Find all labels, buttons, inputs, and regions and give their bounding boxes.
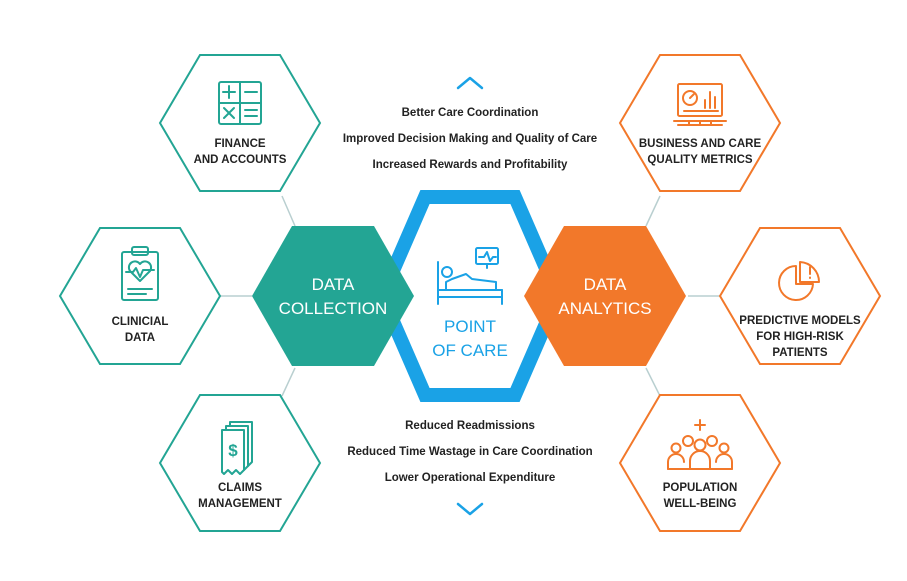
pie-chart-alert-icon [778, 261, 821, 301]
benefit-top-1: Better Care Coordination [402, 107, 539, 119]
benefit-top-2: Improved Decision Making and Quality of … [343, 133, 597, 145]
clinical-label-1: CLINICIAL [112, 316, 169, 328]
data-analytics-label-2: ANALYTICS [558, 299, 651, 318]
clinical-hexagon [58, 227, 222, 365]
data-collection-label-1: DATA [312, 275, 355, 294]
finance-label-1: FINANCE [214, 138, 265, 150]
invoice-dollar-icon: $ [221, 421, 253, 475]
connector-business [645, 195, 661, 227]
connector-population [645, 367, 661, 397]
benefit-bottom-2: Reduced Time Wastage in Care Coordinatio… [347, 446, 592, 458]
business-label-1: BUSINESS AND CARE [639, 138, 762, 150]
benefit-top-3: Increased Rewards and Profitability [373, 159, 569, 171]
data-analytics-label-1: DATA [584, 275, 627, 294]
patient-bed-monitor-icon [437, 247, 503, 305]
clipboard-heartbeat-icon [121, 246, 159, 301]
predictive-label-3: PATIENTS [772, 347, 827, 359]
business-label-2: QUALITY METRICS [647, 154, 753, 166]
connector-claims [281, 367, 296, 397]
predictive-hexagon [718, 227, 882, 365]
data-collection-label-2: COLLECTION [279, 299, 388, 318]
connector-finance [281, 195, 296, 227]
point-of-care-label-1: POINT [444, 317, 496, 336]
predictive-label-2: FOR HIGH-RISK [756, 331, 844, 343]
claims-label-2: MANAGEMENT [198, 498, 282, 510]
benefit-bottom-3: Lower Operational Expenditure [385, 472, 556, 484]
chevron-up-icon [456, 76, 484, 90]
point-of-care-label-2: OF CARE [432, 341, 508, 360]
finance-label-2: AND ACCOUNTS [194, 154, 287, 166]
data-collection-hexagon [252, 226, 414, 366]
population-hexagon [618, 394, 782, 532]
calculator-icon [218, 81, 262, 125]
dashboard-chart-icon [673, 83, 727, 126]
benefit-bottom-1: Reduced Readmissions [405, 420, 535, 432]
data-analytics-hexagon [524, 226, 686, 366]
population-label-1: POPULATION [663, 482, 738, 494]
chevron-down-icon [456, 502, 484, 516]
clinical-label-2: DATA [125, 332, 155, 344]
svg-text:$: $ [228, 441, 238, 460]
population-label-2: WELL-BEING [664, 498, 737, 510]
predictive-label-1: PREDICTIVE MODELS [739, 315, 861, 327]
claims-label-1: CLAIMS [218, 482, 262, 494]
connectors [218, 195, 720, 397]
population-group-icon [667, 419, 733, 470]
